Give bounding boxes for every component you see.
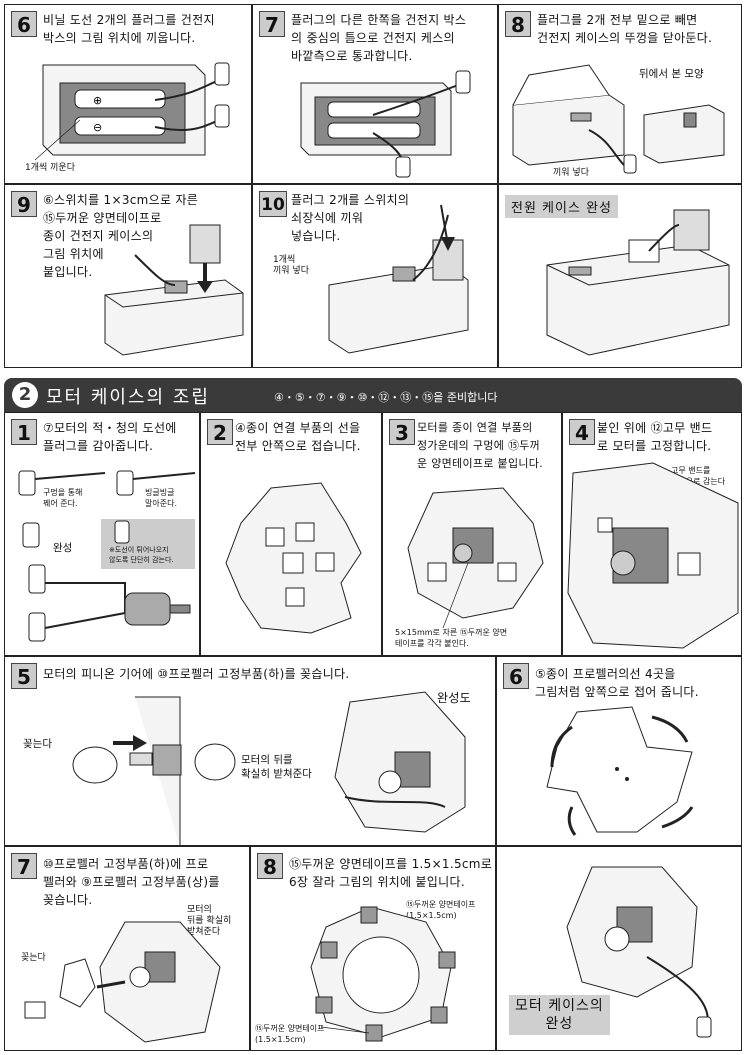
step-text: 플러그의 다른 한쪽을 건전지 박스 의 중심의 틈으로 건전지 케스의 바깥측…	[291, 13, 467, 63]
caption-back: 모터의 뒤를 확실히 받쳐준다	[187, 905, 232, 937]
caption-b: 빙글빙글 말아준다.	[145, 488, 177, 508]
caption-bottom: ⑮두꺼운 양면테이프 (1.5×1.5cm)	[255, 1024, 325, 1044]
closed-box-illustration	[512, 64, 725, 174]
caption-a: 구멍을 통해 꿰어 준다.	[43, 488, 83, 508]
step-number: 2	[207, 419, 233, 445]
rubber-band-motor-illustration	[567, 462, 739, 649]
caption-c: 완성	[53, 542, 73, 554]
caption-done: 완성도	[437, 691, 472, 705]
section-parts: ④・⑤・⑦・⑨・⑩・⑫・⑬・⑮을 준비합니다	[274, 391, 498, 404]
step-7-panel: 7 플러그의 다른 한쪽을 건전지 박스 의 중심의 틈으로 건전지 케스의 바…	[252, 4, 498, 184]
motor-step-4-panel: 4 붙인 위에 ⑫고무 밴드 로 모터를 고정합니다. 고무 밴드를 이중으로 …	[562, 412, 742, 656]
step-number: 4	[569, 419, 595, 445]
step-number: 1	[11, 419, 37, 445]
motor-step-3-panel: 3 모터를 종이 연결 부품의 정가운데의 구멍에 ⑮두꺼 운 양면테이프로 붙…	[382, 412, 562, 656]
step-number: 10	[259, 191, 287, 217]
step-text: 비닐 도선 2개의 플러그를 건전지 박스의 그림 위치에 끼웁니다.	[43, 13, 215, 45]
step-number: 6	[503, 663, 529, 689]
motor-step-8-panel: 8 ⑮두꺼운 양면테이프를 1.5×1.5cm로 6장 잘라 그림의 위치에 붙…	[250, 846, 496, 1051]
section-banner: 2 모터 케이스의 조립 ④・⑤・⑦・⑨・⑩・⑫・⑬・⑮을 준비합니다	[4, 378, 742, 412]
propeller-mount-illustration	[72, 691, 466, 845]
motor-step-6-panel: 6 ⑤종이 프로펠러의선 4곳을 그림처럼 앞쪽으로 접어 줍니다.	[496, 656, 742, 846]
caption-top: ⑮두꺼운 양면테이프 (1.5×1.5cm)	[406, 900, 476, 920]
step-number: 8	[505, 11, 531, 37]
svg-text:⊖: ⊖	[93, 121, 102, 134]
switch-plug-illustration	[328, 204, 469, 354]
caption-insert: 꽂는다	[23, 738, 52, 750]
caption: 1개씩 끼워 넣다	[273, 255, 309, 276]
motor-on-paper-illustration	[407, 487, 544, 629]
caption: 1개씩 끼운다	[25, 163, 75, 173]
step-text: 플러그 2개를 스위치의 쇠장식에 끼워 넣습니다.	[291, 193, 410, 243]
motor-step-2-panel: 2 ④종이 연결 부품의 선을 전부 안쪽으로 접습니다.	[200, 412, 382, 656]
plug-wire-illustration	[18, 470, 196, 642]
motor-step-7-panel: 7 ⑩프로펠러 고정부품(하)에 프로 펠러와 ⑨프로펠러 고정부품(상)를 꽂…	[4, 846, 250, 1051]
step-text: ④종이 연결 부품의 선을 전부 안쪽으로 접습니다.	[235, 421, 361, 453]
power-case-complete-panel: 전원 케이스 완성	[498, 184, 742, 368]
step-text: 플러그를 2개 전부 밑으로 빼면 건전지 케이스의 뚜껑을 닫아둔다.	[537, 13, 713, 45]
power-case-illustration	[546, 209, 730, 356]
step-6-panel: 6 비닐 도선 2개의 플러그를 건전지 박스의 그림 위치에 끼웁니다. ⊕⊖…	[4, 4, 252, 184]
motor-step-5-panel: 5 모터의 피니온 기어에 ⑩프로펠러 고정부품(하)를 꽂습니다. 꽂는다 모…	[4, 656, 496, 846]
tape-placement-illustration	[310, 906, 456, 1042]
step-text: ⑤종이 프로펠러의선 4곳을 그림처럼 앞쪽으로 접어 줍니다.	[535, 667, 699, 699]
complete-label: 모터 케이스의 완성	[509, 995, 610, 1035]
step-number: 7	[11, 853, 37, 879]
step-text: ⑦모터의 적・청의 도선에 플러그를 감아줍니다.	[43, 421, 177, 453]
motor-case-illustration	[566, 866, 712, 1038]
step-text: 모터의 피니온 기어에 ⑩프로펠러 고정부품(하)를 꽂습니다.	[43, 667, 350, 681]
caption-back-view: 뒤에서 본 모양	[639, 68, 704, 80]
motor-case-complete-panel: 모터 케이스의 완성	[496, 846, 742, 1051]
complete-label: 전원 케이스 완성	[505, 195, 618, 218]
step-text: ⑩프로펠러 고정부품(하)에 프로 펠러와 ⑨프로펠러 고정부품(상)를 꽂습니…	[43, 857, 220, 907]
step-9-panel: 9 ⑥스위치를 1×3cm으로 자른 ⑮두꺼운 양면테이프로 종이 건전지 케이…	[4, 184, 252, 368]
section-title: 모터 케이스의 조립	[46, 387, 210, 408]
caption-back: 모터의 뒤를 확실히 받쳐준다	[241, 754, 312, 780]
battery-box-illustration: ⊕⊖	[34, 62, 230, 161]
step-number: 6	[11, 11, 37, 37]
svg-text:⊕: ⊕	[93, 94, 102, 107]
caption-insert: 꽂는다	[21, 953, 46, 963]
caption-insert: 끼워 넣다	[553, 168, 589, 178]
step-text: 붙인 위에 ⑫고무 밴드 로 모터를 고정합니다.	[597, 421, 713, 453]
switch-box-illustration	[104, 224, 244, 356]
section-number: 2	[12, 382, 38, 408]
step-number: 5	[11, 663, 37, 689]
step-8-panel: 8 플러그를 2개 전부 밑으로 빼면 건전지 케이스의 뚜껑을 닫아둔다. 뒤…	[498, 4, 742, 184]
motor-step-1-panel: 1 ⑦모터의 적・청의 도선에 플러그를 감아줍니다. 구멍을 통해 꿰어 준다…	[4, 412, 200, 656]
step-10-panel: 10 플러그 2개를 스위치의 쇠장식에 끼워 넣습니다. 1개씩 끼워 넣다	[252, 184, 498, 368]
step-text: ⑥스위치를 1×3cm으로 자른 ⑮두꺼운 양면테이프로 종이 건전지 케이스의…	[43, 193, 199, 279]
step-number: 7	[259, 11, 285, 37]
paper-part-illustration	[225, 482, 362, 634]
step-text: ⑮두꺼운 양면테이프를 1.5×1.5cm로 6장 잘라 그림의 위치에 붙입니…	[289, 857, 493, 889]
paper-propeller-illustration	[546, 706, 694, 836]
battery-box-illustration	[300, 70, 471, 178]
step-text: 모터를 종이 연결 부품의 정가운데의 구멍에 ⑮두꺼 운 양면테이프로 붙입니…	[417, 421, 544, 470]
caption-d: ※도선이 튀어나오지 않도록 단단히 감는다.	[109, 546, 174, 564]
propeller-assembly-illustration	[24, 921, 221, 1043]
step-number: 3	[389, 419, 415, 445]
step-number: 8	[257, 853, 283, 879]
step-number: 9	[11, 191, 37, 217]
caption: 5×15mm로 자른 ⑮두꺼운 양면 테이프를 각각 붙인다.	[395, 628, 508, 648]
